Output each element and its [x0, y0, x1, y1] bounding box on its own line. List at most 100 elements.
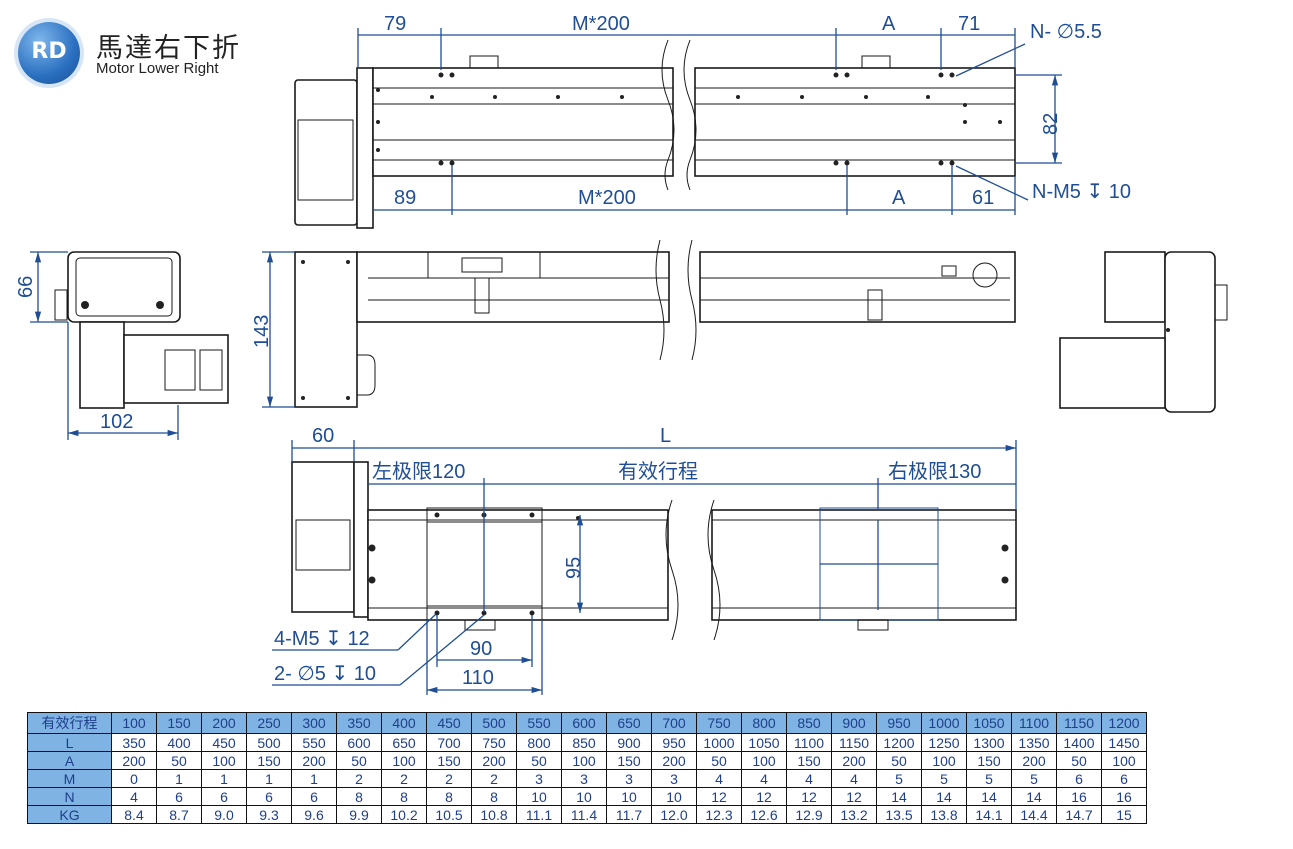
right-limit-label: 右极限130	[888, 460, 981, 483]
table-cell: 50	[336, 751, 382, 770]
table-cell: 9.9	[336, 805, 382, 824]
table-cell: 850	[786, 712, 832, 734]
dim-90: 90	[470, 638, 492, 660]
table-cell: 1	[201, 769, 247, 788]
table-cell: 15	[1101, 805, 1147, 824]
table-cell: 150	[786, 751, 832, 770]
table-cell: 13.5	[876, 805, 922, 824]
table-cell: 11.7	[606, 805, 652, 824]
table-cell: 400	[381, 712, 427, 734]
table-cell: 50	[696, 751, 742, 770]
table-cell: 200	[471, 751, 517, 770]
table-cell: 150	[426, 751, 472, 770]
table-row-label: M	[27, 769, 112, 788]
table-cell: 6	[1056, 769, 1102, 788]
table-cell: 1	[156, 769, 202, 788]
table-cell: 8	[336, 787, 382, 806]
table-cell: 4	[831, 769, 877, 788]
table-cell: 10.8	[471, 805, 517, 824]
table-cell: 1250	[921, 733, 967, 752]
dim-110: 110	[462, 667, 494, 689]
table-cell: 12.3	[696, 805, 742, 824]
callout-5-10: 2- ∅5 ↧ 10	[274, 663, 376, 685]
table-cell: 750	[471, 733, 517, 752]
table-cell: 650	[606, 712, 652, 734]
table-cell: 12.0	[651, 805, 697, 824]
logo-title-cn: 馬達右下折	[96, 33, 241, 64]
table-cell: 5	[966, 769, 1012, 788]
dim-bottom-61: 61	[972, 187, 994, 209]
table-cell: 150	[246, 751, 292, 770]
table-cell: 200	[201, 712, 247, 734]
dim-bottom-a: A	[892, 187, 906, 209]
table-cell: 1200	[876, 733, 922, 752]
company-logo: RD 馬達右下折 Motor Lower Right	[18, 18, 278, 88]
dim-L: L	[660, 425, 671, 447]
table-cell: 16	[1101, 787, 1147, 806]
table-cell: 1100	[786, 733, 832, 752]
table-cell: 100	[561, 751, 607, 770]
dim-top-71: 71	[958, 13, 980, 35]
table-cell: 150	[966, 751, 1012, 770]
callout-top-holes: N- ∅5.5	[1030, 21, 1102, 43]
table-cell: 4	[741, 769, 787, 788]
table-cell: 1	[291, 769, 337, 788]
table-cell: 8.4	[111, 805, 157, 824]
dim-bottom-89: 89	[394, 187, 416, 209]
table-cell: 550	[291, 733, 337, 752]
table-cell: 1050	[741, 733, 787, 752]
left-limit-label: 左极限120	[372, 460, 465, 483]
table-cell: 500	[246, 733, 292, 752]
table-cell: 200	[831, 751, 877, 770]
dim-right-82: 82	[1040, 113, 1062, 135]
table-cell: 3	[516, 769, 562, 788]
table-cell: 10.2	[381, 805, 427, 824]
left-end-view: 66 102	[15, 251, 229, 440]
dim-left-102: 102	[100, 411, 133, 433]
table-cell: 2	[336, 769, 382, 788]
right-end-view	[1059, 251, 1228, 413]
table-cell: 14	[966, 787, 1012, 806]
table-cell: 12.6	[741, 805, 787, 824]
table-cell: 12	[786, 787, 832, 806]
table-cell: 300	[291, 712, 337, 734]
table-cell: 200	[111, 751, 157, 770]
table-cell: 450	[426, 712, 472, 734]
table-cell: 8	[471, 787, 517, 806]
table-row-label: L	[27, 733, 112, 752]
table-cell: 2	[426, 769, 472, 788]
table-cell: 800	[741, 712, 787, 734]
table-cell: 4	[786, 769, 832, 788]
dim-top-m200: M*200	[572, 13, 630, 35]
table-cell: 8.7	[156, 805, 202, 824]
table-cell: 9.0	[201, 805, 247, 824]
stroke-label: 有效行程	[618, 460, 698, 483]
top-view: 79 M*200 A 71 N- ∅5.5 82 89 M*200 A 61 N…	[294, 13, 1131, 229]
table-row-label: N	[27, 787, 112, 806]
table-cell: 600	[561, 712, 607, 734]
table-cell: 600	[336, 733, 382, 752]
table-cell: 10	[651, 787, 697, 806]
logo-badge-text: RD	[31, 39, 67, 64]
table-cell: 800	[516, 733, 562, 752]
table-cell: 11.4	[561, 805, 607, 824]
table-cell: 400	[156, 733, 202, 752]
table-cell: 2	[381, 769, 427, 788]
table-cell: 650	[381, 733, 427, 752]
table-cell: 11.1	[516, 805, 562, 824]
table-cell: 250	[246, 712, 292, 734]
table-cell: 9.3	[246, 805, 292, 824]
dim-60: 60	[312, 425, 334, 447]
dim-top-79: 79	[384, 13, 406, 35]
table-cell: 12	[831, 787, 877, 806]
table-cell: 100	[201, 751, 247, 770]
table-cell: 5	[1011, 769, 1057, 788]
table-cell: 4	[111, 787, 157, 806]
top-view-holes	[376, 72, 1002, 166]
dim-bottom-m200: M*200	[578, 187, 636, 209]
